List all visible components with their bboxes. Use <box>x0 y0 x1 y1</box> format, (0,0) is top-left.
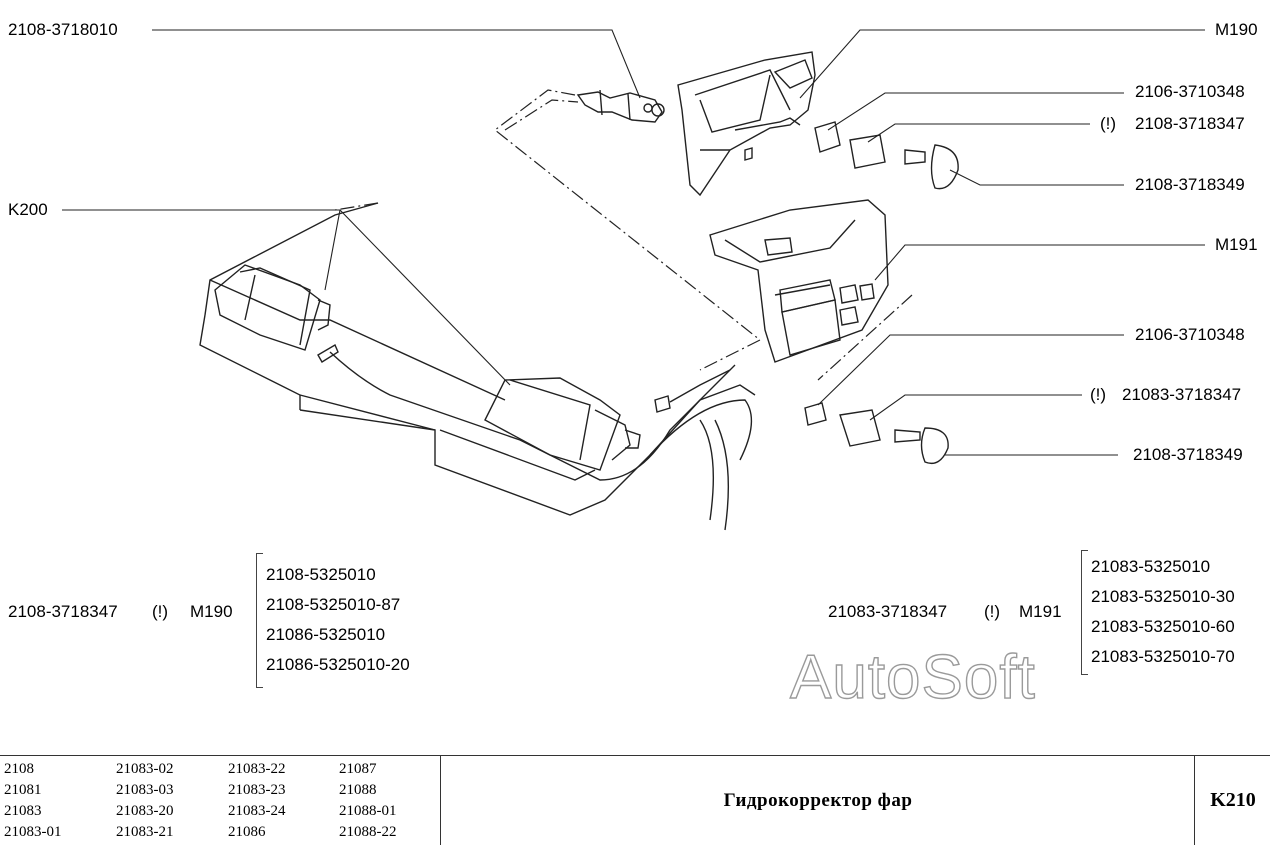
group-left-item: 2108-5325010-87 <box>266 595 401 614</box>
group-left-list: 2108-5325010 2108-5325010-87 21086-53250… <box>266 560 410 680</box>
label-m191: M191 <box>1215 235 1258 254</box>
group-left-item: 21086-5325010 <box>266 625 386 644</box>
label-knob-lower: 2108-3718349 <box>1133 445 1243 464</box>
watermark: AutoSoft <box>789 642 1036 712</box>
model-code: 21083-01 <box>4 824 62 840</box>
group-left-item: 21086-5325010-20 <box>266 655 410 674</box>
dashboard-lower <box>709 199 889 363</box>
model-code: 21083-21 <box>116 824 174 840</box>
group-left-excl: (!) <box>152 602 169 621</box>
model-code: 21083-22 <box>228 761 286 777</box>
group-right-item: 21083-5325010-60 <box>1091 617 1235 636</box>
leader-lines <box>62 29 1205 456</box>
label-excl-upper: (!) <box>1100 114 1117 133</box>
label-switch-lower: 21083-3718347 <box>1122 385 1242 404</box>
model-code: 21083 <box>4 803 42 819</box>
model-code: 21083-03 <box>116 782 174 798</box>
model-code: 21086 <box>228 824 266 840</box>
group-right-item: 21083-5325010-70 <box>1091 647 1235 666</box>
label-nut-lower: 2106-3710348 <box>1135 325 1245 344</box>
switch-m191 <box>804 402 949 465</box>
model-code: 21083-02 <box>116 761 174 777</box>
model-column: 2108 21081 21083 21083-01 <box>4 759 62 843</box>
drawing-code: K210 <box>1210 789 1256 811</box>
label-excl-lower: (!) <box>1090 385 1107 404</box>
hose <box>317 343 736 481</box>
model-list: 2108 21081 21083 21083-01 21083-02 21083… <box>0 756 441 845</box>
label-switch-upper: 2108-3718347 <box>1135 114 1245 133</box>
model-code: 21088-22 <box>339 824 397 840</box>
model-code: 21083-23 <box>228 782 286 798</box>
group-left-item: 2108-5325010 <box>266 565 376 584</box>
title-block: 2108 21081 21083 21083-01 21083-02 21083… <box>0 755 1270 845</box>
model-code: 21083-24 <box>228 803 286 819</box>
right-headlamp <box>484 377 641 471</box>
group-left-bracket <box>256 553 263 688</box>
drawing-title: Гидрокорректор фар <box>442 756 1195 845</box>
label-knob-upper: 2108-3718349 <box>1135 175 1245 194</box>
group-right-excl: (!) <box>984 602 1001 621</box>
group-left-ref: M190 <box>190 602 233 621</box>
model-code: 21087 <box>339 761 377 777</box>
model-code: 21083-20 <box>116 803 174 819</box>
label-nut-upper: 2106-3710348 <box>1135 82 1245 101</box>
master-cylinder-2108-3718010 <box>576 89 665 123</box>
group-right-item: 21083-5325010 <box>1091 557 1211 576</box>
group-right-ref: M191 <box>1019 602 1062 621</box>
left-headlamp <box>214 264 331 351</box>
model-column: 21083-02 21083-03 21083-20 21083-21 <box>116 759 174 843</box>
group-left-part: 2108-3718347 <box>8 602 118 621</box>
dashboard-upper <box>677 51 816 197</box>
group-right-part: 21083-3718347 <box>828 602 948 621</box>
model-code: 21088 <box>339 782 377 798</box>
label-master-cylinder: 2108-3718010 <box>8 20 118 39</box>
model-code: 21081 <box>4 782 42 798</box>
car-body-outline <box>199 202 756 531</box>
label-m190: M190 <box>1215 20 1258 39</box>
model-code: 2108 <box>4 761 34 777</box>
model-column: 21087 21088 21088-01 21088-22 <box>339 759 397 843</box>
cable-path <box>334 89 913 381</box>
group-right-bracket <box>1081 550 1088 675</box>
model-column: 21083-22 21083-23 21083-24 21086 <box>228 759 286 843</box>
switch-m190 <box>814 121 959 190</box>
label-k200: K200 <box>8 200 48 219</box>
group-right-item: 21083-5325010-30 <box>1091 587 1235 606</box>
group-right-list: 21083-5325010 21083-5325010-30 21083-532… <box>1091 552 1235 672</box>
model-code: 21088-01 <box>339 803 397 819</box>
